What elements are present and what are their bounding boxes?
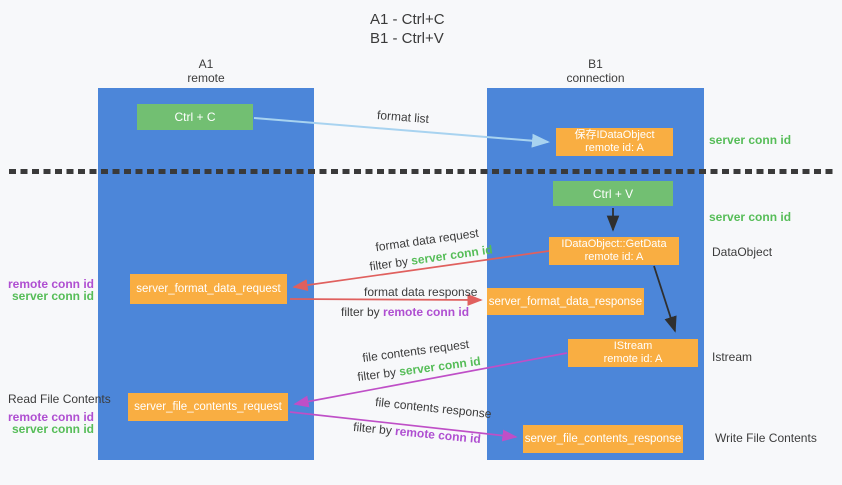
remote-conn-id-label: remote conn id [7, 277, 94, 291]
node-ctrl-v-label: Ctrl + V [592, 186, 634, 201]
lane-b1-role: connection [566, 71, 625, 85]
filter-by-text: filter by [356, 365, 397, 385]
node-save-idataobject: 保存IDataObject remote id: A [556, 128, 673, 156]
node-server-format-data-response-label: server_format_data_response [488, 295, 643, 308]
diagram-title: A1 - Ctrl+C B1 - Ctrl+V [370, 10, 445, 48]
node-server-format-data-request: server_format_data_request [130, 274, 287, 304]
arrow-format-data-response [289, 293, 483, 306]
left-conn-id-group-2: remote conn id server conn id [6, 410, 94, 436]
read-file-contents-label: Read File Contents [8, 392, 111, 406]
lane-b1-id: B1 [588, 57, 603, 71]
node-server-file-contents-response-label: server_file_contents_response [524, 433, 682, 445]
node-ctrl-c: Ctrl + C [137, 104, 253, 130]
title-line-2: B1 - Ctrl+V [370, 30, 444, 47]
node-save-idataobject-line1: 保存IDataObject [574, 129, 655, 141]
dataobject-label: DataObject [712, 245, 773, 259]
node-idataobject-getdata-line1: IDataObject::GetData [561, 238, 667, 250]
label-filter-by-remote-conn-id-2: filter by remote conn id [353, 420, 482, 446]
server-conn-id-label: server conn id [11, 288, 94, 303]
remote-conn-id-text: remote conn id [383, 305, 470, 319]
label-filter-by-remote-conn-id-1: filter by remote conn id [341, 305, 469, 319]
label-format-data-response: format data response [364, 285, 478, 299]
node-server-format-data-response: server_format_data_response [487, 288, 644, 315]
remote-conn-id-label: remote conn id [7, 410, 94, 424]
label-format-list: format list [376, 107, 430, 127]
node-ctrl-v: Ctrl + V [553, 181, 673, 206]
node-server-file-contents-request: server_file_contents_request [128, 393, 288, 421]
filter-by-text: filter by [341, 305, 380, 319]
filter-by-text: filter by [368, 254, 409, 274]
lane-a1-role: remote [187, 71, 225, 85]
node-idataobject-getdata: IDataObject::GetData remote id: A [549, 237, 679, 265]
node-server-format-data-request-label: server_format_data_request [136, 283, 281, 295]
server-conn-id-label-right-2: server conn id [709, 210, 792, 224]
node-istream-line2: remote id: A [603, 353, 663, 365]
lane-a1-id: A1 [198, 57, 214, 71]
node-server-file-contents-response: server_file_contents_response [523, 425, 683, 453]
session-divider-line [9, 169, 835, 174]
istream-label: Istream [712, 350, 753, 364]
node-idataobject-getdata-line2: remote id: A [584, 251, 644, 263]
node-istream: IStream remote id: A [568, 339, 698, 367]
node-istream-line1: IStream [613, 340, 653, 352]
lane-header-a1: A1 remote [98, 57, 314, 85]
node-server-file-contents-request-label: server_file_contents_request [134, 401, 282, 413]
lane-header-b1: B1 connection [487, 57, 704, 85]
node-ctrl-c-label: Ctrl + C [174, 110, 216, 124]
server-conn-id-label: server conn id [11, 421, 94, 436]
left-conn-id-group-1: remote conn id server conn id [6, 277, 94, 303]
title-line-1: A1 - Ctrl+C [370, 11, 445, 28]
node-save-idataobject-line2: remote id: A [585, 142, 644, 154]
server-conn-id-label-right-1: server conn id [709, 133, 792, 147]
write-file-contents-label: Write File Contents [715, 431, 817, 445]
remote-conn-id-text: remote conn id [394, 423, 482, 447]
label-file-contents-response: file contents response [374, 394, 493, 422]
filter-by-text: filter by [352, 419, 393, 438]
